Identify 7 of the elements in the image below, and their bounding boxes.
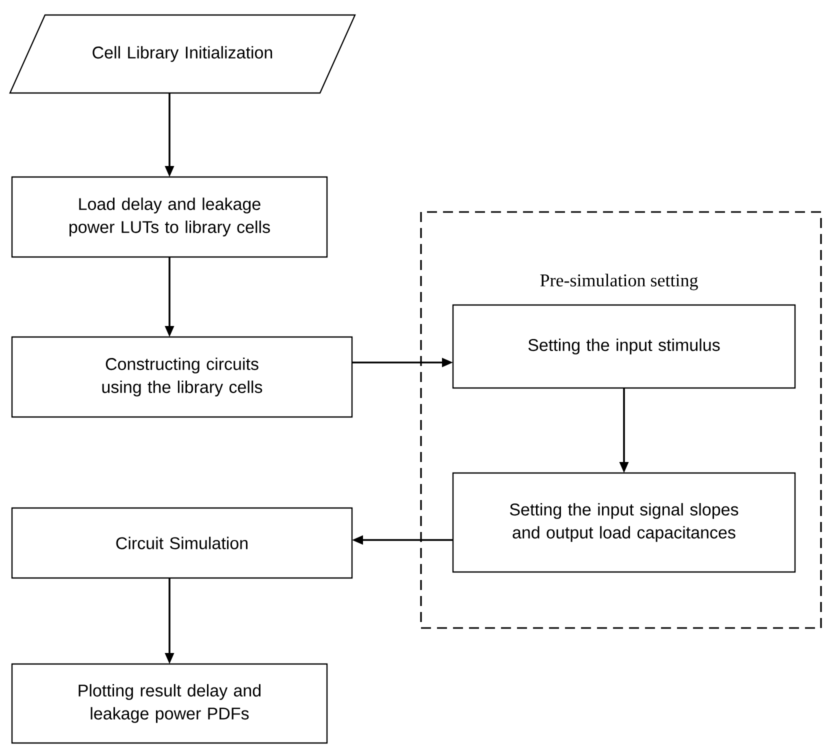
process-box: Plotting result delay and leakage power PDFs: [11, 663, 328, 744]
process-box: Constructing circuits using the library cells: [11, 336, 353, 418]
process-box: Circuit Simulation: [11, 507, 353, 579]
process-box: Setting the input signal slopes and output load capacitances: [452, 472, 796, 573]
input-parallelogram: Cell Library Initialization: [9, 14, 356, 94]
process-box: Load delay and leakage power LUTs to library cells: [11, 176, 328, 258]
process-box: Setting the input stimulus: [452, 304, 796, 389]
